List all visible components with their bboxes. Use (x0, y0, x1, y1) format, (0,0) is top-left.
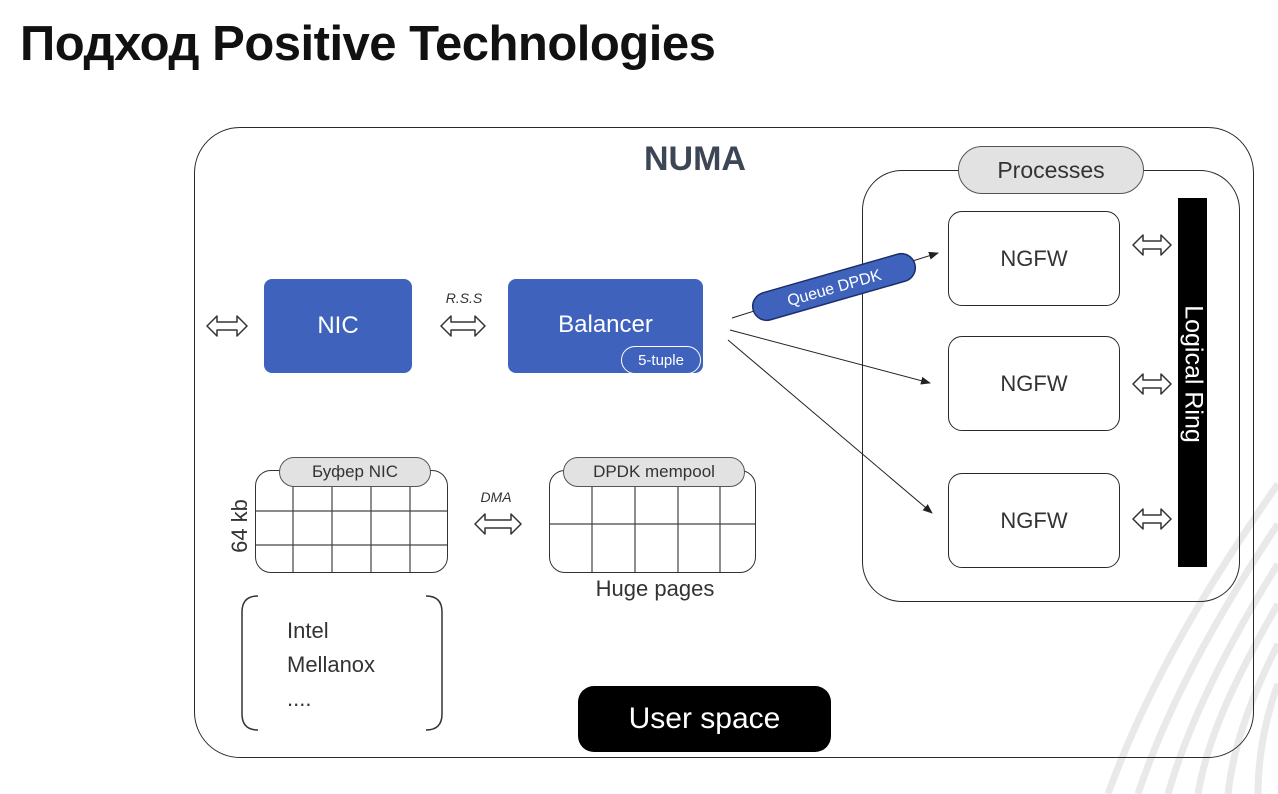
vendor-item: Intel (287, 618, 329, 643)
ngfw-label: NGFW (1000, 507, 1068, 533)
huge-pages-label: Huge pages (595, 576, 715, 601)
queue-dpdk-tag: Queue DPDK (751, 252, 917, 322)
numa-label: NUMA (644, 140, 746, 178)
buffer-grid-lines (256, 471, 447, 572)
vendor-item: Mellanox (287, 652, 376, 677)
ngfw-box-1: NGFW (948, 211, 1120, 306)
vendor-brackets (241, 595, 443, 731)
logical-ring-bar (1178, 198, 1207, 567)
dma-label: DMA (480, 489, 512, 505)
numa-container (194, 127, 1254, 758)
ngfw-label: NGFW (1000, 370, 1068, 396)
double-arrow-icon (206, 315, 248, 337)
vendor-item: .... (287, 686, 312, 711)
buffer-nic-grid (255, 470, 448, 573)
user-space-badge: User space (578, 686, 831, 752)
arrow-to-ngfw-3 (727, 339, 933, 514)
balancer-label: Balancer (558, 311, 653, 338)
balancer-box: Balancer 5-tuple (508, 279, 703, 374)
logical-ring-label: Logical Ring (1179, 305, 1208, 443)
double-arrow-icon (1132, 508, 1172, 530)
double-arrow-icon (1132, 234, 1172, 256)
ngfw-label: NGFW (1000, 245, 1068, 271)
arrow-to-ngfw-2 (729, 329, 931, 385)
slide-title: Подход Positive Technologies (20, 17, 716, 71)
vendor-list: Intel Mellanox .... (287, 614, 375, 716)
nic-box: NIC (264, 279, 412, 373)
nic-label: NIC (317, 312, 359, 339)
buffer-nic-label: Буфер NIC (279, 457, 431, 487)
five-tuple-tag: 5-tuple (621, 346, 701, 374)
ngfw-box-3: NGFW (948, 473, 1120, 568)
mempool-grid-lines (550, 471, 755, 572)
ngfw-box-2: NGFW (948, 336, 1120, 431)
rss-label: R.S.S (445, 290, 483, 306)
double-arrow-icon (474, 513, 522, 535)
buffer-size-label: 64 kb (227, 499, 252, 553)
double-arrow-icon (440, 315, 486, 337)
double-arrow-icon (1132, 373, 1172, 395)
processes-label: Processes (958, 146, 1144, 194)
dpdk-mempool-label: DPDK mempool (563, 457, 745, 487)
